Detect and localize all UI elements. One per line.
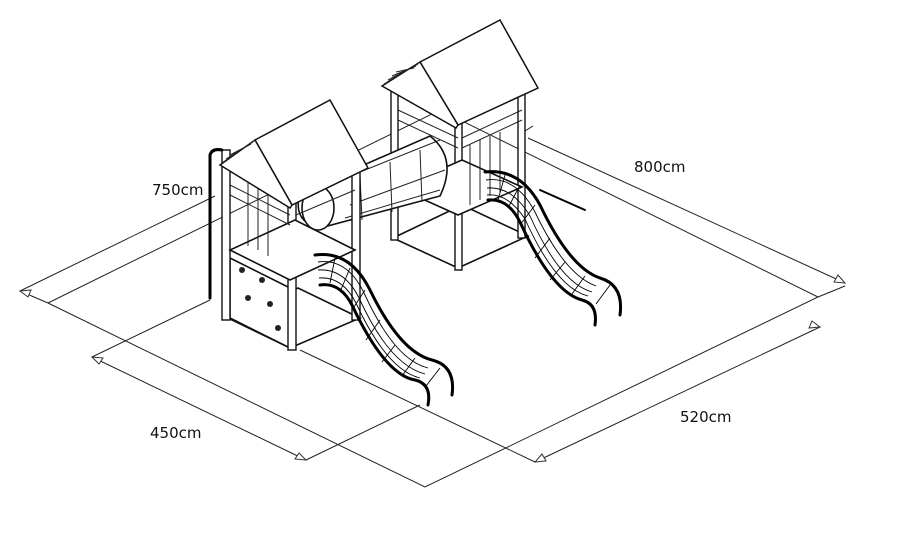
label-750cm: 750cm — [152, 181, 204, 199]
right-tower — [380, 18, 540, 271]
dimension-800 — [519, 125, 847, 284]
right-slide — [483, 170, 623, 327]
dimension-450 — [90, 299, 421, 461]
dimension-750 — [18, 195, 216, 298]
label-450cm: 450cm — [150, 424, 202, 442]
dimension-520 — [299, 320, 822, 463]
label-520cm: 520cm — [680, 408, 732, 426]
left-slide — [313, 252, 455, 407]
left-tower — [208, 98, 370, 351]
label-800cm: 800cm — [634, 158, 686, 176]
